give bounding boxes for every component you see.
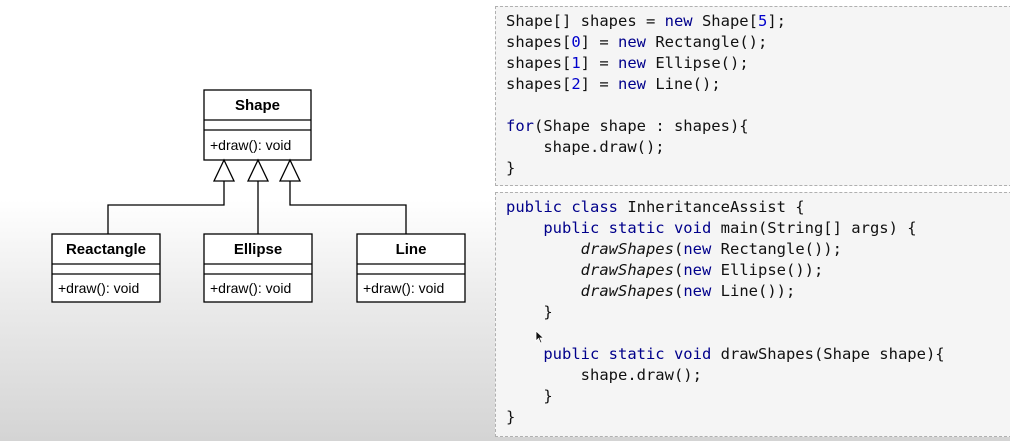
- class-box: [51, 233, 161, 303]
- class-operation: +draw(): void: [210, 137, 291, 153]
- code-token: drawShapes: [580, 261, 674, 279]
- inheritance-arrowhead: [212, 158, 236, 182]
- class-box: [203, 89, 312, 161]
- code-token: [506, 240, 581, 258]
- code-token: new: [683, 261, 712, 279]
- code-token: }: [506, 303, 553, 321]
- code-token: Ellipse();: [646, 54, 749, 72]
- code-token: [506, 261, 581, 279]
- class-name: Ellipse: [234, 241, 282, 258]
- code-line: }: [506, 407, 1010, 428]
- code-token: (: [673, 282, 684, 300]
- code-token: new: [683, 282, 712, 300]
- mouse-pointer-icon: [535, 330, 545, 344]
- generalization-edge-line: [289, 181, 407, 234]
- code-token: Rectangle());: [711, 240, 842, 258]
- code-token: drawShapes(Shape shape){: [711, 345, 945, 363]
- code-token: new: [683, 240, 712, 258]
- code-token: [506, 282, 581, 300]
- class-operation: +draw(): void: [210, 280, 291, 296]
- code-line: shapes[1] = new Ellipse();: [506, 53, 1010, 74]
- code-token: 5: [757, 12, 768, 30]
- uml-class-ellipse[interactable]: Ellipse +draw(): void: [203, 233, 313, 303]
- code-token: shapes[: [506, 75, 572, 93]
- class-box: [356, 233, 466, 303]
- code-line: [506, 95, 1010, 116]
- code-token: Line();: [646, 75, 721, 93]
- code-token: Ellipse());: [711, 261, 824, 279]
- code-line: drawShapes(new Rectangle());: [506, 239, 1010, 260]
- uml-class-line[interactable]: Line +draw(): void: [356, 233, 466, 303]
- code-token: ] =: [580, 33, 618, 51]
- code-token: public class: [506, 198, 618, 216]
- code-line: }: [506, 302, 1010, 323]
- class-name: Shape: [235, 97, 280, 114]
- uml-class-reactangle[interactable]: Reactangle +draw(): void: [51, 233, 161, 303]
- code-line: public class InheritanceAssist {: [506, 197, 1010, 218]
- code-token: (: [673, 240, 684, 258]
- generalization-edge-reactangle: [107, 181, 225, 234]
- code-line: public static void drawShapes(Shape shap…: [506, 344, 1010, 365]
- class-operation: +draw(): void: [58, 280, 139, 296]
- code-line: [506, 323, 1010, 344]
- code-block-inheritance-assist: public class InheritanceAssist { public …: [495, 192, 1010, 437]
- code-token: shapes[: [506, 33, 572, 51]
- code-line: }: [506, 158, 1010, 179]
- code-token: for: [506, 117, 534, 135]
- code-line: shape.draw();: [506, 137, 1010, 158]
- code-token: new: [618, 54, 646, 72]
- code-token: [506, 345, 543, 363]
- code-token: 1: [571, 54, 581, 72]
- code-line: public static void main(String[] args) {: [506, 218, 1010, 239]
- code-token: new: [618, 33, 646, 51]
- code-token: drawShapes: [580, 282, 674, 300]
- class-name: Line: [396, 241, 427, 258]
- code-token: public static void: [543, 219, 712, 237]
- code-token: Rectangle();: [646, 33, 768, 51]
- code-token: [506, 219, 543, 237]
- code-token: main(String[] args) {: [711, 219, 917, 237]
- code-token: Shape[] shapes =: [506, 12, 665, 30]
- code-token: new: [618, 75, 646, 93]
- inheritance-arrowhead: [278, 158, 302, 182]
- code-token: }: [506, 408, 516, 426]
- code-token: 0: [571, 33, 581, 51]
- code-token: (: [673, 261, 684, 279]
- inheritance-arrowhead: [246, 158, 270, 182]
- code-line: shapes[0] = new Rectangle();: [506, 32, 1010, 53]
- class-name: Reactangle: [66, 241, 146, 258]
- code-line: Shape[] shapes = new Shape[5];: [506, 11, 1010, 32]
- code-token: }: [506, 387, 553, 405]
- code-line: for(Shape shape : shapes){: [506, 116, 1010, 137]
- class-box: [203, 233, 313, 303]
- code-line: drawShapes(new Line());: [506, 281, 1010, 302]
- code-token: new: [664, 12, 693, 30]
- code-token: shape.draw();: [506, 138, 665, 156]
- code-token: Shape[: [692, 12, 758, 30]
- code-token: }: [506, 159, 516, 177]
- code-line: shape.draw();: [506, 365, 1010, 386]
- code-token: shape.draw();: [506, 366, 702, 384]
- code-token: drawShapes: [580, 240, 674, 258]
- code-token: (Shape shape : shapes){: [534, 117, 749, 135]
- class-operation: +draw(): void: [363, 280, 444, 296]
- code-token: ] =: [580, 54, 618, 72]
- uml-class-diagram: Shape +draw(): void Reactangle +draw(): …: [51, 89, 466, 303]
- uml-class-shape[interactable]: Shape +draw(): void: [203, 89, 312, 161]
- code-token: 2: [571, 75, 581, 93]
- code-block-shapes-array: Shape[] shapes = new Shape[5];shapes[0] …: [495, 6, 1010, 186]
- code-token: Line());: [711, 282, 796, 300]
- code-line: shapes[2] = new Line();: [506, 74, 1010, 95]
- code-line: }: [506, 386, 1010, 407]
- code-token: InheritanceAssist {: [617, 198, 805, 216]
- code-token: public static void: [543, 345, 712, 363]
- code-token: shapes[: [506, 54, 572, 72]
- code-line: drawShapes(new Ellipse());: [506, 260, 1010, 281]
- code-token: ] =: [580, 75, 618, 93]
- code-token: ];: [767, 12, 786, 30]
